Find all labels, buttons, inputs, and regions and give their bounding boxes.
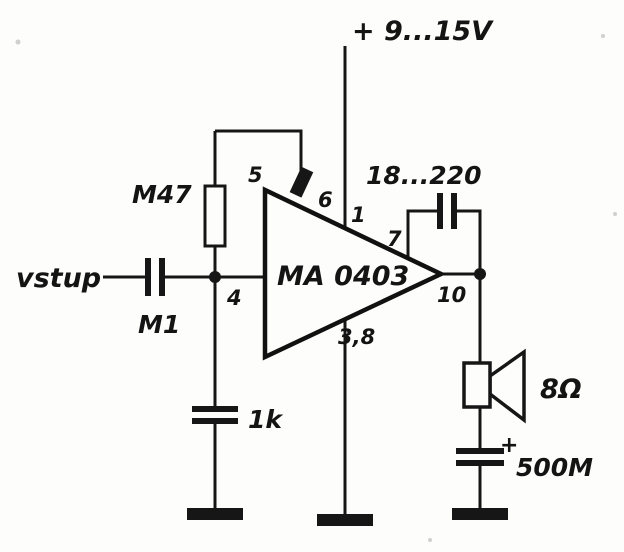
pin-6-label: 6 [318, 188, 333, 212]
junction-input-node [209, 271, 221, 283]
speaker-impedance-label: 8Ω [540, 374, 582, 405]
scan-speckle [601, 34, 605, 38]
pin-1-label: 1 [351, 203, 366, 227]
input-label: vstup [16, 263, 101, 294]
capacitor-500m-polarity: + [500, 433, 518, 458]
ic-label: MA 0403 [277, 261, 409, 292]
wire-feedback [406, 209, 482, 274]
scan-speckle [428, 538, 432, 542]
pin-4-label: 4 [226, 286, 242, 310]
pin-10-label: 10 [437, 283, 466, 307]
ground-symbol-right [452, 508, 508, 520]
resistor-m47-label: M47 [132, 180, 192, 209]
capacitor-1k-label: 1k [248, 405, 283, 434]
pin-5-label: 5 [248, 163, 263, 187]
capacitor-feedback [437, 193, 457, 229]
pin-7-label: 7 [387, 227, 402, 251]
scan-speckle [613, 212, 617, 216]
pin-3-8-label: 3,8 [338, 325, 375, 349]
ic-triangle [262, 186, 447, 361]
ground-symbol-left [187, 508, 243, 520]
capacitor-1k [192, 406, 238, 424]
resistor-m47 [203, 184, 227, 248]
pin5-6-strap [289, 166, 314, 198]
junction-output-node [474, 268, 486, 280]
supply-voltage-label: + 9...15V [352, 16, 494, 47]
capacitor-500m [456, 448, 504, 466]
capacitor-feedback-label: 18...220 [366, 161, 481, 190]
capacitor-m1-label: M1 [138, 310, 180, 339]
speaker-icon [462, 348, 526, 424]
wire-bootstrap [215, 129, 303, 172]
capacitor-500m-label: 500M [516, 453, 593, 482]
ground-symbol-middle [317, 514, 373, 526]
capacitor-m1 [145, 258, 165, 296]
scan-speckle [15, 39, 21, 45]
